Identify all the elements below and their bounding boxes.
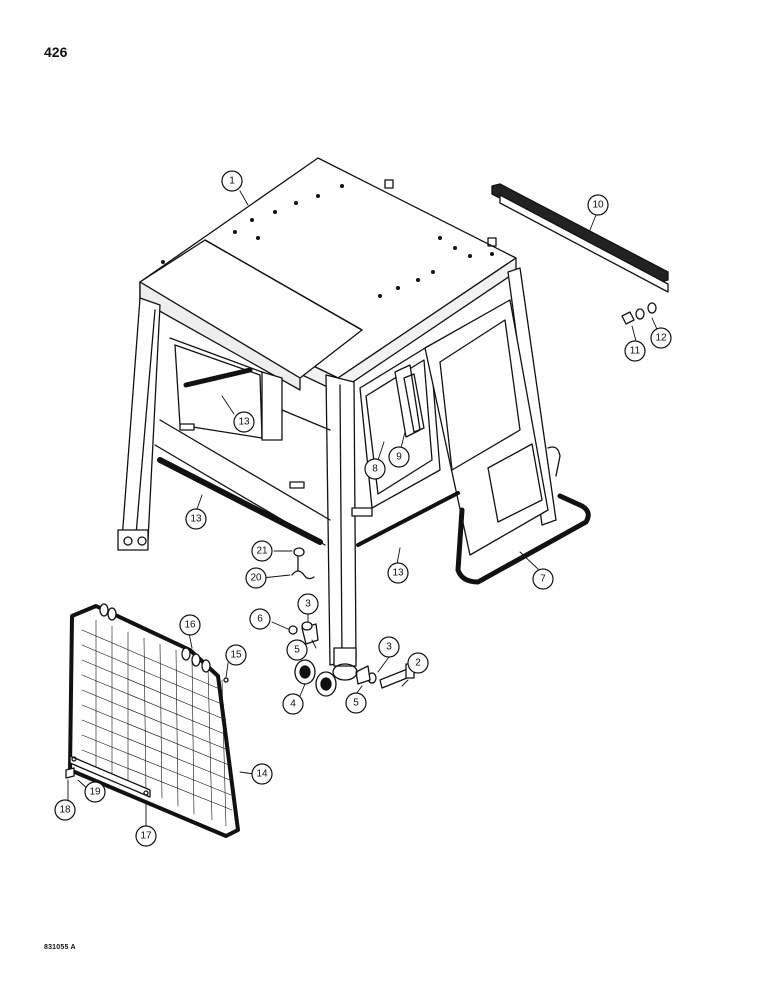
callout-14: 14 [256,769,268,780]
callout-9: 9 [396,452,402,463]
callout-3b: 3 [386,642,392,653]
callout-18: 18 [59,805,71,816]
part-10-bracket [491,183,669,293]
callout-4: 4 [290,699,296,710]
mounting-hardware [288,621,415,697]
callouts [54,170,672,847]
retainer-bar-17-19 [65,677,229,798]
leader-lines [67,190,661,828]
page-number: 426 [44,44,68,60]
callout-21: 21 [256,546,268,557]
callout-20: 20 [250,573,262,584]
wing-nut-washer-20-21 [291,547,315,580]
callout-2: 2 [415,658,421,669]
callout-6: 6 [257,614,263,625]
door-seal-7 [455,493,591,585]
callout-10: 10 [592,200,604,211]
cab-roof [139,157,517,393]
callout-3a: 3 [305,599,311,610]
callout-13c: 13 [392,568,404,579]
callout-16: 16 [184,620,196,631]
figure-code: 831055 A [44,944,76,951]
callout-7: 7 [540,574,546,585]
callout-5a: 5 [294,645,300,656]
callout-15: 15 [230,650,242,661]
callout-13a: 13 [238,417,250,428]
callout-13b: 13 [190,514,202,525]
callout-17: 17 [140,831,152,842]
callout-19: 19 [89,787,101,798]
screen-mesh [81,619,233,827]
bolt-washer-11-12 [621,302,657,325]
callout-8: 8 [372,464,378,475]
callout-11: 11 [630,346,641,357]
seal-strips-13 [157,367,460,547]
callout-12: 12 [655,333,667,344]
callout-1: 1 [229,176,235,187]
callout-5b: 5 [353,698,359,709]
